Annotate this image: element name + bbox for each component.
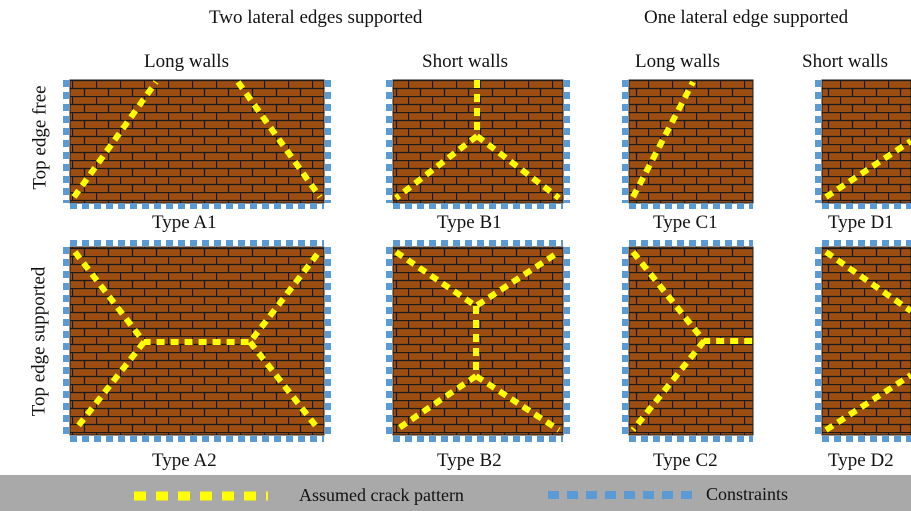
header-two-lateral-edges: Two lateral edges supported — [209, 7, 423, 28]
type-label-a2: Type A2 — [152, 450, 217, 471]
wall-type-b2 — [386, 240, 570, 442]
wall-diagram — [63, 79, 911, 442]
type-label-d2: Type D2 — [828, 450, 894, 471]
legend-swatches — [134, 491, 697, 501]
wall-type-c1 — [622, 79, 754, 209]
type-label-b1: Type B1 — [437, 212, 502, 233]
crack-d2 — [824, 249, 911, 433]
column-label-short-walls-two: Short walls — [422, 51, 509, 72]
type-label-d1: Type D1 — [828, 212, 894, 233]
legend-crack-label: Assumed crack pattern — [299, 485, 464, 505]
crack-c1 — [630, 80, 696, 199]
wall-type-a2 — [63, 240, 331, 442]
crack-b2 — [394, 249, 561, 433]
wall-type-c2 — [622, 240, 754, 442]
crack-a2 — [72, 250, 322, 432]
type-label-a1: Type A1 — [152, 212, 217, 233]
type-label-b2: Type B2 — [437, 450, 502, 471]
wall-type-d2 — [815, 240, 911, 442]
legend-bar: Assumed crack pattern Constraints — [0, 475, 911, 511]
crack-a1 — [71, 80, 323, 199]
wall-type-a1 — [63, 79, 331, 209]
column-label-long-walls-two: Long walls — [144, 51, 229, 72]
column-label-short-walls-one: Short walls — [802, 51, 889, 72]
header-one-lateral-edge: One lateral edge supported — [644, 7, 849, 28]
type-label-c2: Type C2 — [653, 450, 718, 471]
crack-b1 — [394, 80, 561, 201]
crack-c2 — [630, 250, 753, 432]
wall-type-b1 — [386, 79, 570, 209]
crack-d1 — [824, 138, 911, 200]
wall-type-d1 — [815, 79, 911, 209]
column-label-long-walls-one: Long walls — [635, 51, 720, 72]
legend-constraints-label: Constraints — [706, 484, 789, 504]
type-label-c1: Type C1 — [653, 212, 718, 233]
